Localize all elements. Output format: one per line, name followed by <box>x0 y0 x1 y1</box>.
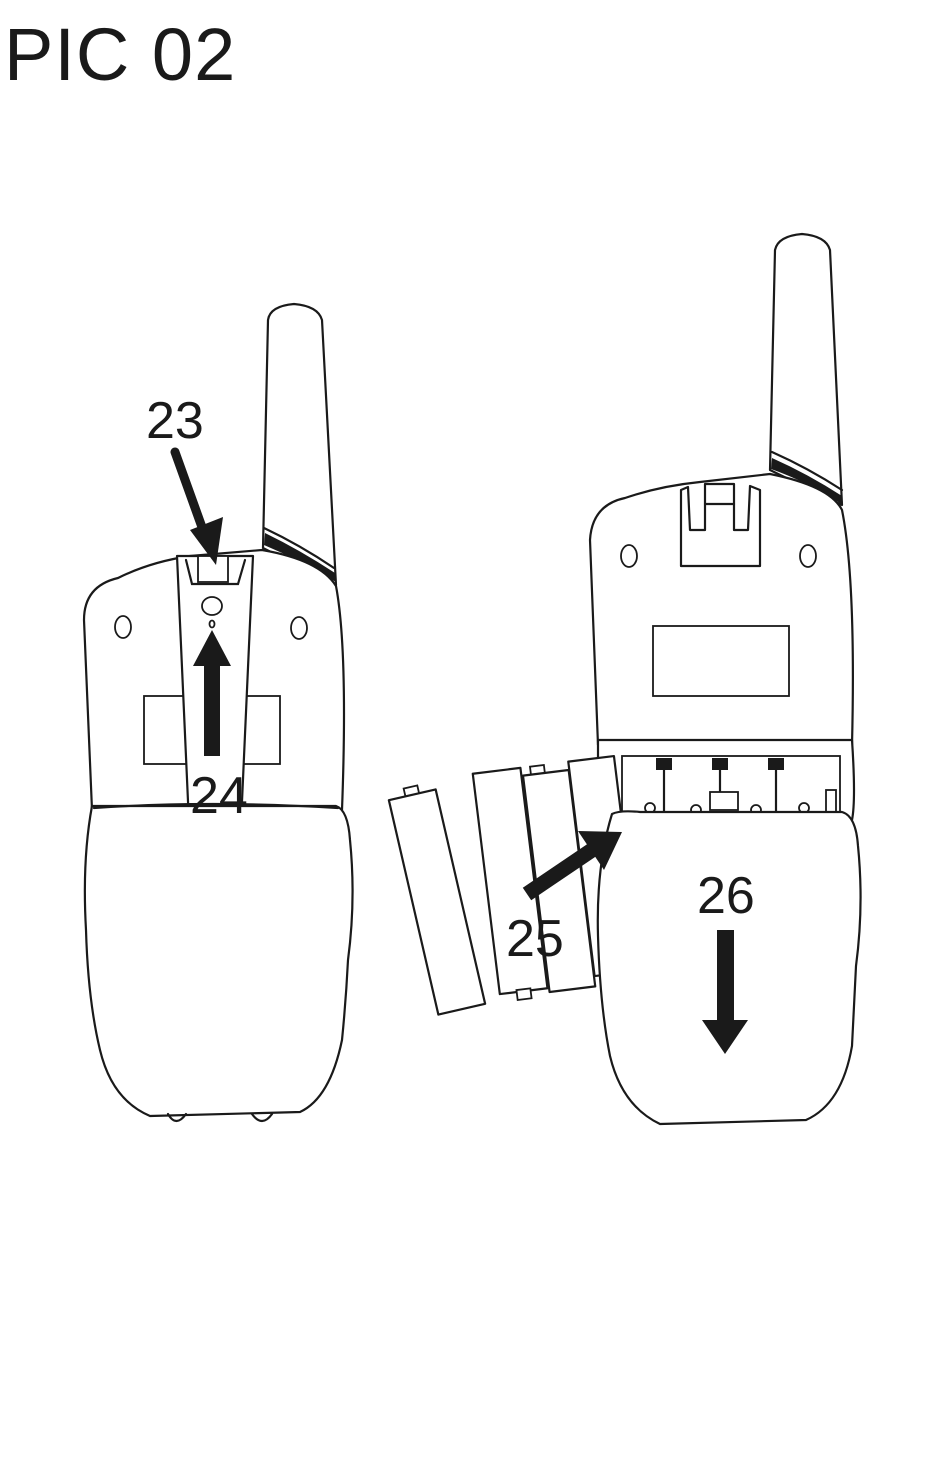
belt-clip-pin <box>210 621 215 628</box>
belt-clip-hole <box>202 597 222 615</box>
right-screw-hole-1 <box>621 545 637 567</box>
callout-23: 23 <box>146 392 204 450</box>
left-screw-hole-1 <box>115 616 131 638</box>
left-screw-hole-2 <box>291 617 307 639</box>
callout-24: 24 <box>190 767 248 825</box>
battery-1 <box>387 782 485 1015</box>
callout-26: 26 <box>697 867 755 925</box>
callout-25: 25 <box>506 910 564 968</box>
right-screw-hole-2 <box>800 545 816 567</box>
arrow-23 <box>175 452 223 565</box>
right-radio <box>590 234 854 822</box>
left-foot-2 <box>252 1114 272 1121</box>
right-rear-label <box>653 626 789 696</box>
left-battery-cover <box>85 806 353 1116</box>
